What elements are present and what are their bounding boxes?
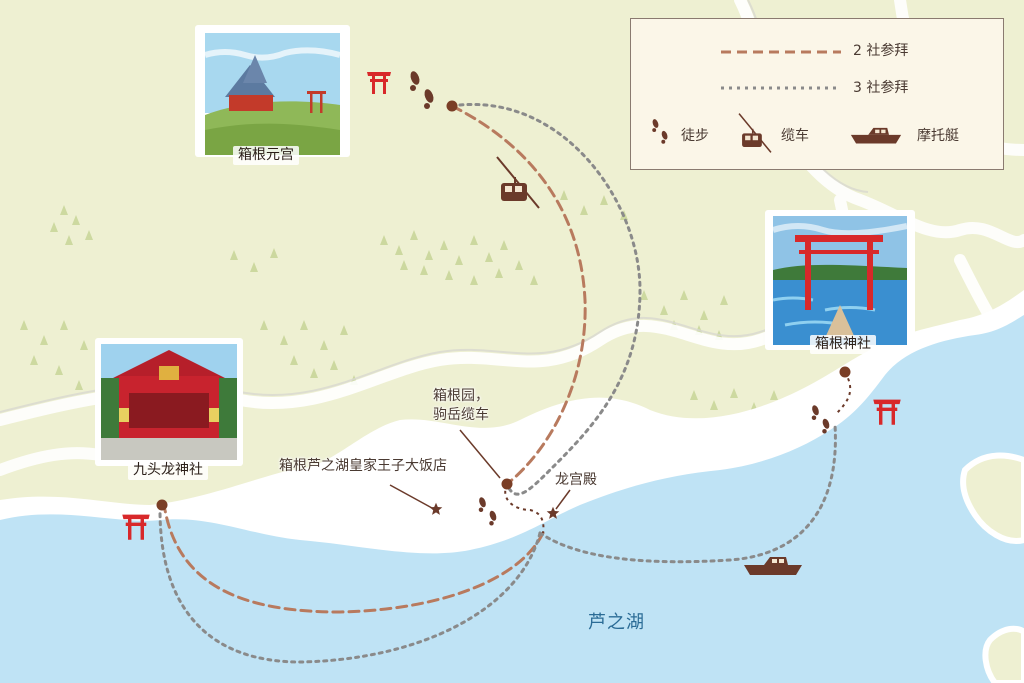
label-hakone-en-1: 箱根园， [433,388,489,404]
legend: 2 社参拜 3 社参拜 徒步 缆车 摩托艇 [630,18,1004,170]
label-hakone-en-2: 驹岳缆车 [433,407,489,423]
motorboat-icon [850,127,902,144]
footprints-icon [652,119,668,144]
legend-route2-line [721,50,841,54]
label-lake: 芦之湖 [588,612,645,633]
torii-icon [367,72,391,94]
star-icon [546,506,560,519]
label-hakone-motomiya: 箱根元宫 [233,146,299,165]
legend-route2-label: 2 社参拜 [853,43,909,59]
legend-route3-label: 3 社参拜 [853,80,909,96]
label-ryuguden: 龙宫殿 [555,472,597,488]
legend-ropeway-label: 缆车 [781,128,809,144]
point-kuzuryu [156,499,168,511]
torii-icon [873,399,901,425]
walk-connectors [504,371,852,534]
torii-icon [122,514,150,540]
route-points [156,100,851,511]
point-hakone-jinja [839,366,851,378]
ropeway-icon [738,113,772,153]
hakone-jinja-illustration [765,210,915,350]
star-icon [429,502,443,515]
footprints-icon [478,497,497,526]
island [982,625,1024,683]
kuzuryu-illustration [95,338,243,466]
point-motomiya [446,100,458,112]
route-3-shrines [158,103,837,664]
footprints-icon [811,405,830,434]
motorboat-icon [744,557,802,575]
forest-patches [20,190,798,415]
peninsula [960,452,1024,544]
footprints-icon [410,71,434,109]
label-prince-hotel: 箱根芦之湖皇家王子大饭店 [279,458,447,474]
legend-route3-line [721,86,841,90]
legend-boat-label: 摩托艇 [917,128,959,144]
point-hakone-en [501,478,513,490]
label-kuzuryu-jinja: 九头龙神社 [128,461,208,480]
ropeway-icon [496,156,540,209]
legend-walk-label: 徒步 [681,128,709,144]
label-hakone-jinja: 箱根神社 [810,335,876,354]
lake [0,315,1024,683]
route-2-shrines [163,104,587,614]
